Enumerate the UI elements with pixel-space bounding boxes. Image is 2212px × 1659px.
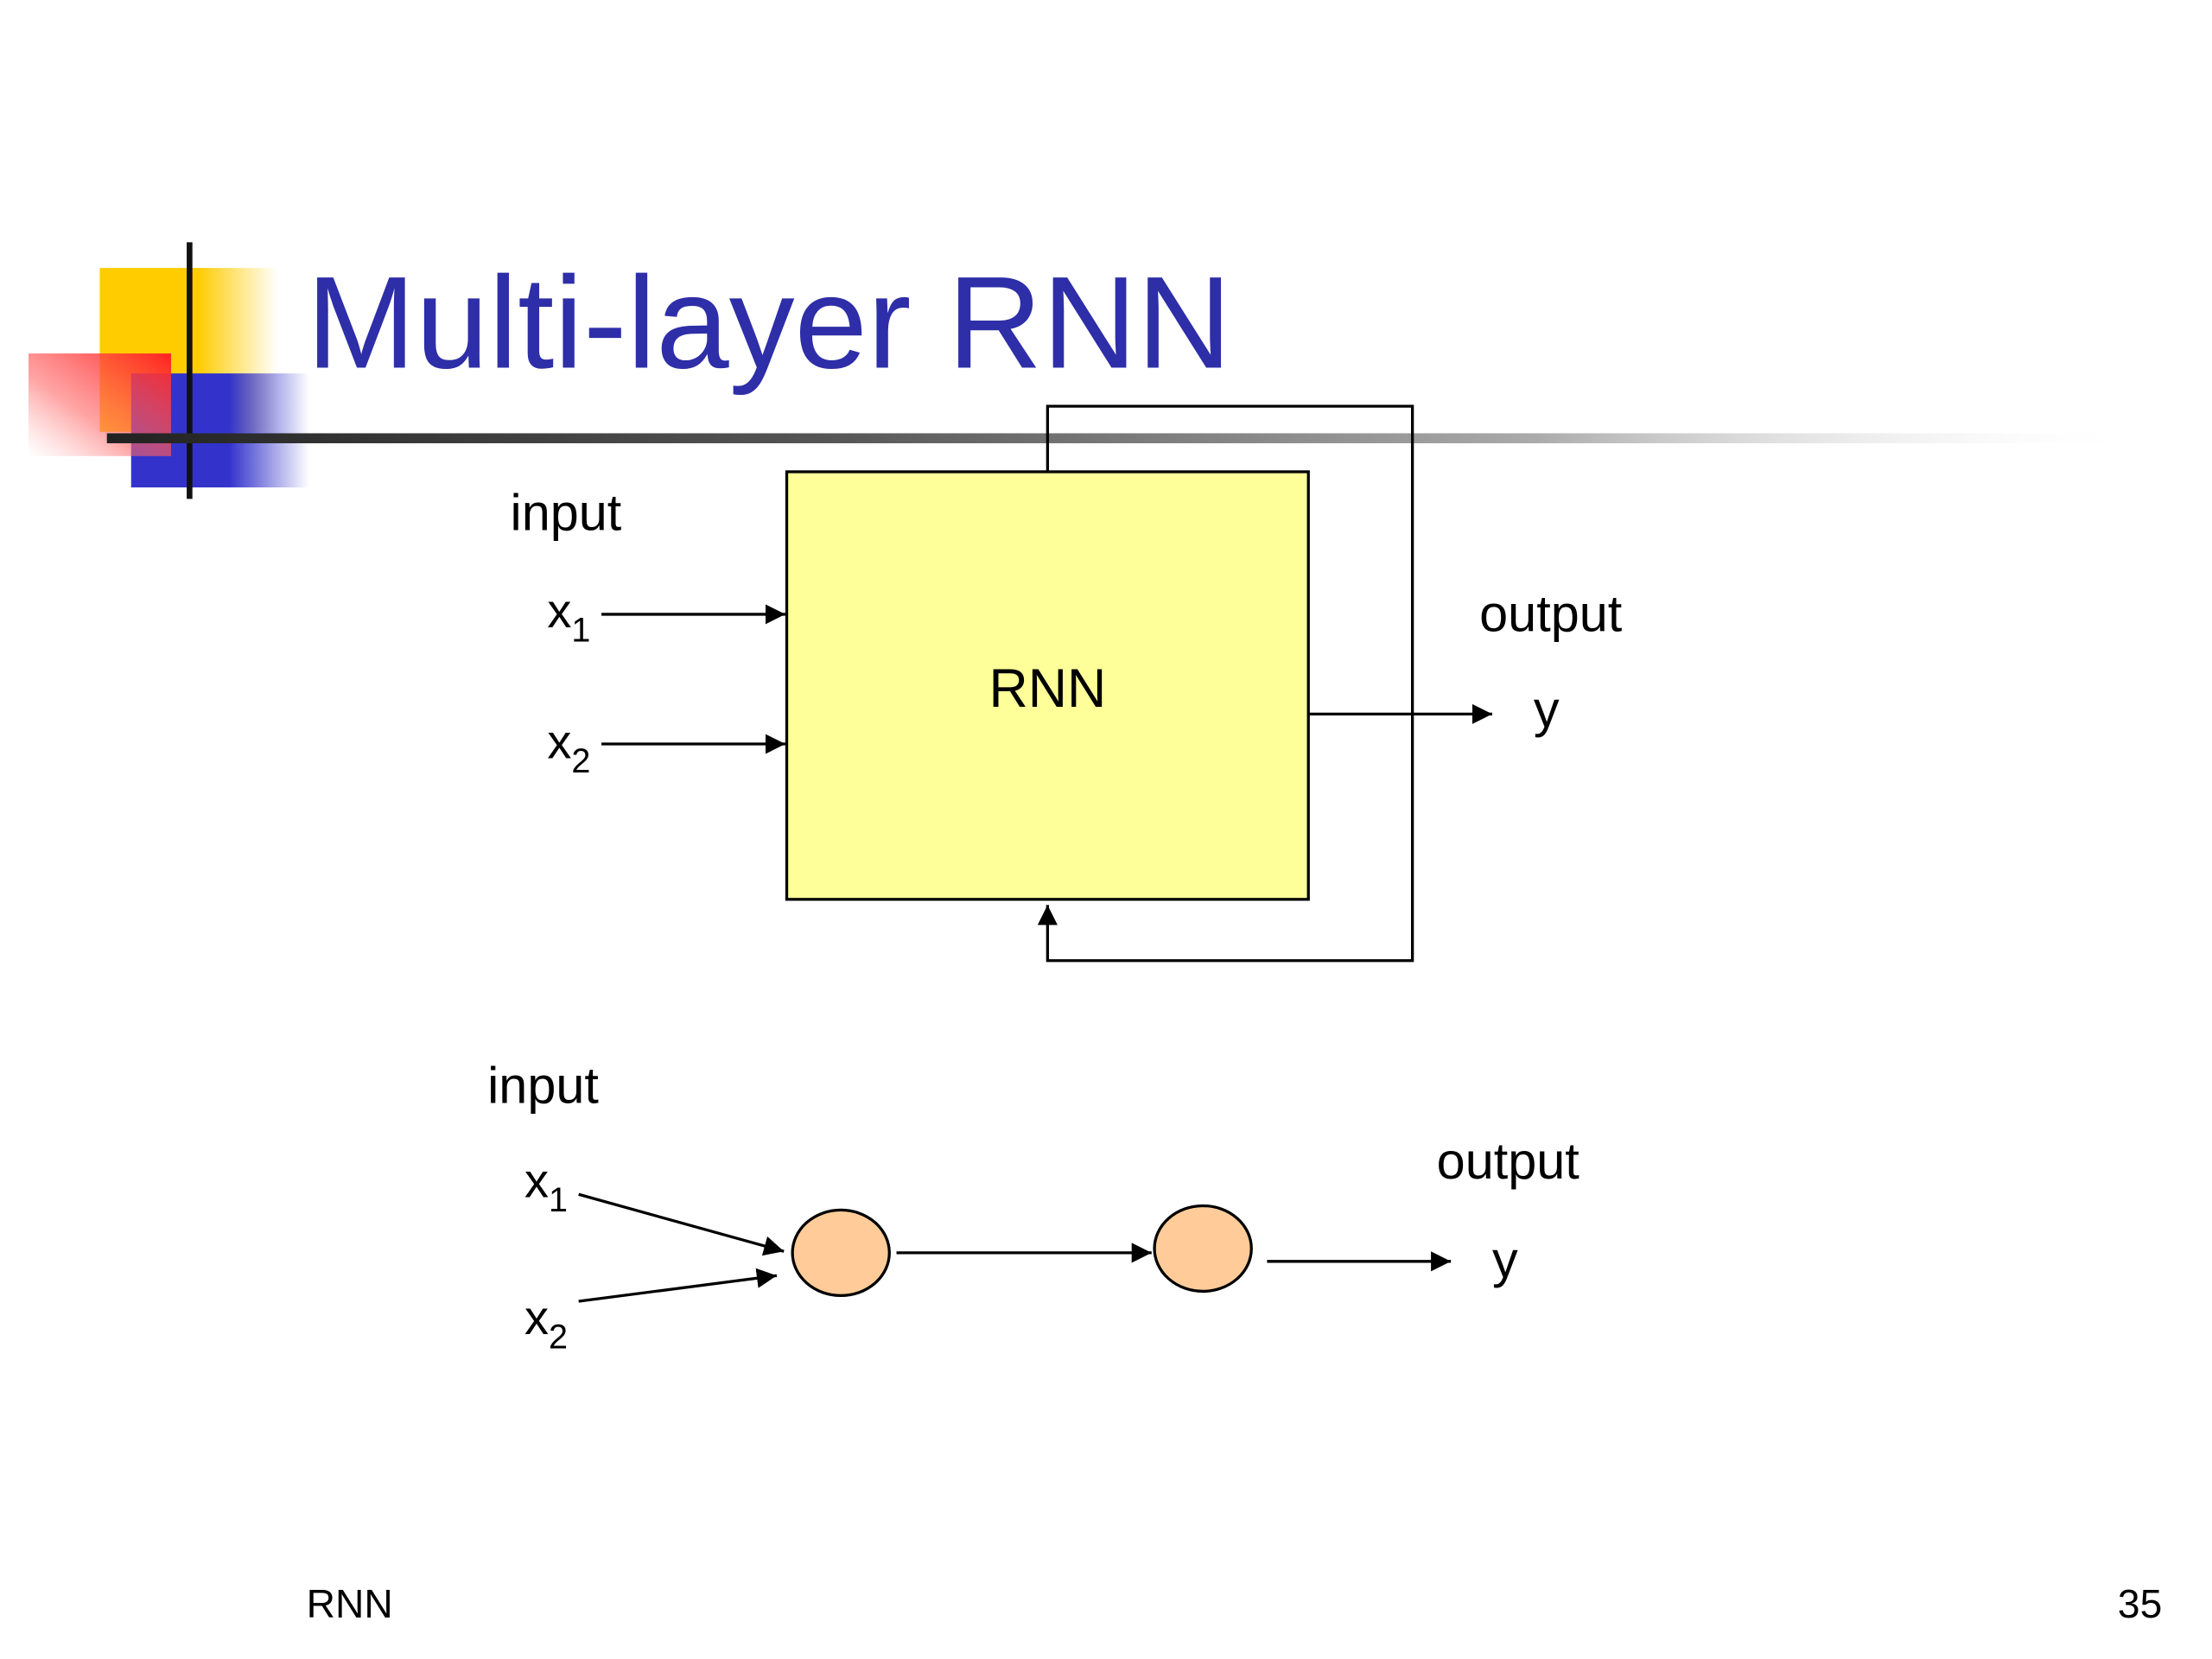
top-x2-subscript: 2 [571, 742, 590, 780]
bottom-x2-arrow [578, 1268, 778, 1303]
bottom-x2-subscript: 2 [549, 1318, 568, 1356]
bottom-output-label: output [1437, 1132, 1580, 1190]
rnn-block-diagram: input x1 x2 RNN output y [511, 404, 1623, 963]
top-output-label: output [1479, 585, 1623, 643]
slide-title: Multi-layer RNN [307, 251, 1232, 397]
bottom-x1-subscript: 1 [549, 1181, 568, 1219]
title-decoration [28, 242, 2145, 499]
top-x1-label: x1 [547, 583, 590, 649]
bottom-y-label: y [1492, 1230, 1518, 1288]
page-number: 35 [2118, 1581, 2162, 1626]
top-y-label: y [1534, 680, 1560, 738]
bottom-x2-label: x2 [524, 1290, 568, 1356]
bottom-x1-arrow [578, 1192, 785, 1256]
unrolled-network-diagram: input x1 x2 output y [487, 1057, 1580, 1357]
rnn-box [785, 470, 1310, 901]
top-x2-label: x2 [547, 715, 590, 780]
top-input-label: input [511, 484, 622, 542]
feedback-loop-line [1037, 404, 1414, 963]
bottom-input-label: input [487, 1057, 599, 1115]
footer-label: RNN [307, 1581, 393, 1626]
bottom-x1-label: x1 [524, 1154, 568, 1219]
hidden-node-1 [791, 1208, 891, 1298]
title-rule [106, 433, 2145, 443]
hidden-node-2 [1153, 1204, 1253, 1294]
rnn-box-label: RNN [988, 658, 1106, 719]
top-x1-subscript: 1 [571, 611, 590, 649]
